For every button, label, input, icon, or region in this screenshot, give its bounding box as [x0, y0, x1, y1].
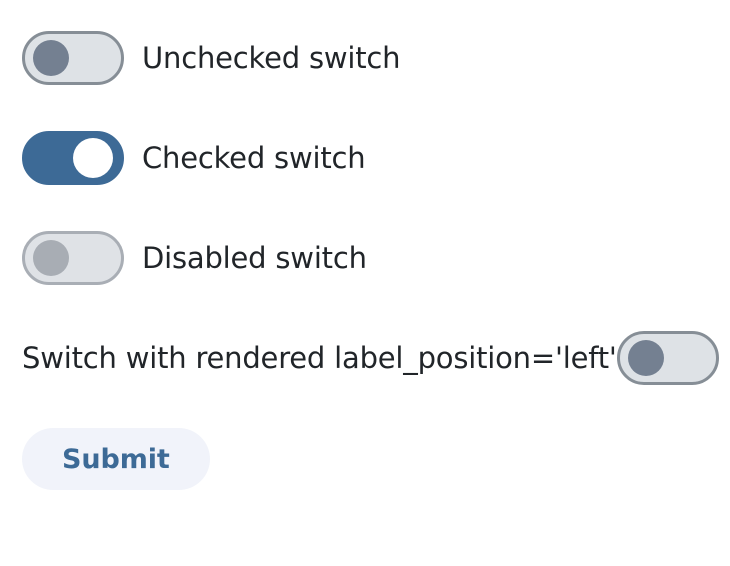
switch-thumb-icon [33, 240, 69, 276]
switch-thumb-icon [33, 40, 69, 76]
label-left-switch-toggle[interactable] [616, 331, 719, 385]
disabled-switch-label: Disabled switch [142, 240, 367, 275]
switch-row-disabled: Disabled switch [22, 228, 708, 288]
switch-thumb-icon [627, 340, 664, 376]
switch-thumb-icon [73, 138, 113, 178]
submit-button[interactable]: Submit [22, 428, 210, 490]
switch-row-unchecked: Unchecked switch [22, 28, 708, 88]
unchecked-switch-toggle[interactable] [22, 31, 124, 85]
switch-row-label-left: Switch with rendered label_position='lef… [22, 328, 719, 388]
switch-row-checked: Checked switch [22, 128, 708, 188]
disabled-switch-toggle [22, 231, 124, 285]
unchecked-switch-label: Unchecked switch [142, 40, 401, 75]
checked-switch-toggle[interactable] [22, 131, 124, 185]
label-left-switch-label: Switch with rendered label_position='lef… [22, 340, 617, 375]
checked-switch-label: Checked switch [142, 140, 366, 175]
form-actions: Submit [22, 428, 708, 490]
